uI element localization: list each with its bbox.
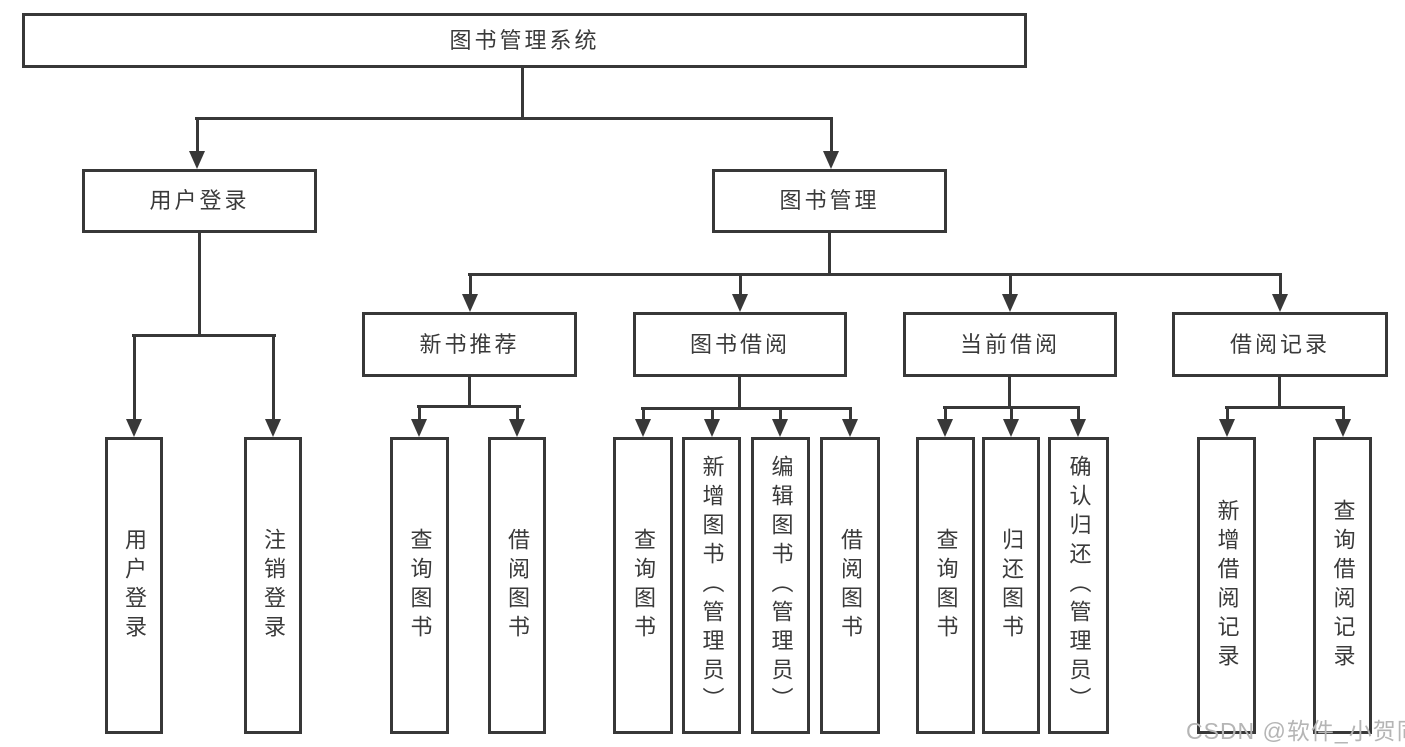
node-label: 查询图书: [631, 527, 656, 644]
arrow-down-icon: [265, 335, 281, 437]
arrow-down-icon: [1219, 408, 1235, 437]
node-label: 确认归还（管理员）: [1066, 455, 1092, 716]
node-label: 编辑图书（管理员）: [768, 455, 794, 716]
node-label: 查询借阅记录: [1330, 498, 1356, 673]
leaf-confirm-return-admin: 确认归还（管理员）: [1048, 437, 1109, 734]
connector-line: [828, 230, 831, 276]
leaf-logout: 注销登录: [244, 437, 302, 734]
connector-line: [417, 405, 521, 408]
node-label: 图书管理: [779, 188, 880, 213]
arrow-down-icon: [1003, 408, 1019, 437]
leaf-borrow-books-recommend: 借阅图书: [488, 437, 546, 734]
leaf-edit-book-admin: 编辑图书（管理员）: [751, 437, 810, 734]
leaf-query-books-borrow: 查询图书: [613, 437, 673, 734]
node-book-borrow: 图书借阅: [633, 312, 847, 377]
connector-line: [1225, 406, 1345, 409]
arrow-down-icon: [704, 409, 720, 437]
connector-line: [1278, 375, 1281, 409]
node-label: 查询图书: [407, 527, 433, 644]
node-label: 图书借阅: [689, 331, 790, 357]
arrow-down-icon: [411, 407, 427, 437]
node-current-borrow: 当前借阅: [903, 312, 1117, 377]
node-label: 借阅记录: [1229, 331, 1330, 357]
connector-line: [943, 406, 1080, 409]
node-new-book-recommend: 新书推荐: [362, 312, 577, 377]
connector-line: [641, 407, 852, 410]
connector-line: [195, 117, 833, 120]
arrow-down-icon: [462, 275, 478, 312]
leaf-query-books-recommend: 查询图书: [390, 437, 449, 734]
node-library-system: 图书管理系统: [22, 13, 1027, 68]
connector-line: [198, 230, 201, 337]
arrow-down-icon: [842, 409, 858, 437]
leaf-add-borrow-record: 新增借阅记录: [1197, 437, 1256, 734]
node-borrow-records: 借阅记录: [1172, 312, 1388, 377]
node-label: 用户登录: [149, 188, 250, 213]
node-label: 用户登录: [122, 527, 147, 644]
node-label: 注销登录: [261, 527, 286, 644]
node-label: 借阅图书: [505, 527, 530, 644]
arrow-down-icon: [937, 408, 953, 437]
arrow-down-icon: [1002, 275, 1018, 312]
node-label: 查询图书: [933, 527, 959, 644]
leaf-add-book-admin: 新增图书（管理员）: [682, 437, 741, 734]
node-label: 当前借阅: [959, 331, 1060, 357]
node-user-login: 用户登录: [82, 169, 317, 233]
arrow-down-icon: [732, 275, 748, 312]
node-label: 借阅图书: [838, 527, 863, 644]
connector-line: [468, 375, 471, 408]
connector-line: [1008, 375, 1011, 409]
node-label: 归还图书: [999, 527, 1024, 644]
connector-line: [468, 273, 1282, 276]
leaf-query-borrow-record: 查询借阅记录: [1313, 437, 1372, 734]
arrow-down-icon: [1335, 408, 1351, 437]
leaf-user-login: 用户登录: [105, 437, 163, 734]
connector-line: [521, 68, 524, 120]
arrow-down-icon: [1272, 275, 1288, 312]
arrow-down-icon: [509, 407, 525, 437]
node-book-management: 图书管理: [712, 169, 947, 233]
node-label: 新增借阅记录: [1214, 498, 1240, 673]
leaf-query-books-current: 查询图书: [916, 437, 975, 734]
arrow-down-icon: [635, 409, 651, 437]
arrow-down-icon: [823, 119, 839, 169]
leaf-return-book: 归还图书: [982, 437, 1040, 734]
node-label: 图书管理系统: [449, 27, 600, 53]
connector-line: [132, 334, 276, 337]
node-label: 新书推荐: [419, 331, 520, 357]
arrow-down-icon: [126, 335, 142, 437]
connector-line: [738, 375, 741, 410]
arrow-down-icon: [189, 119, 205, 169]
leaf-borrow-books: 借阅图书: [820, 437, 880, 734]
arrow-down-icon: [1070, 408, 1086, 437]
node-label: 新增图书（管理员）: [699, 455, 725, 716]
arrow-down-icon: [772, 409, 788, 437]
watermark: CSDN @软件_小贺同学: [1186, 718, 1405, 744]
